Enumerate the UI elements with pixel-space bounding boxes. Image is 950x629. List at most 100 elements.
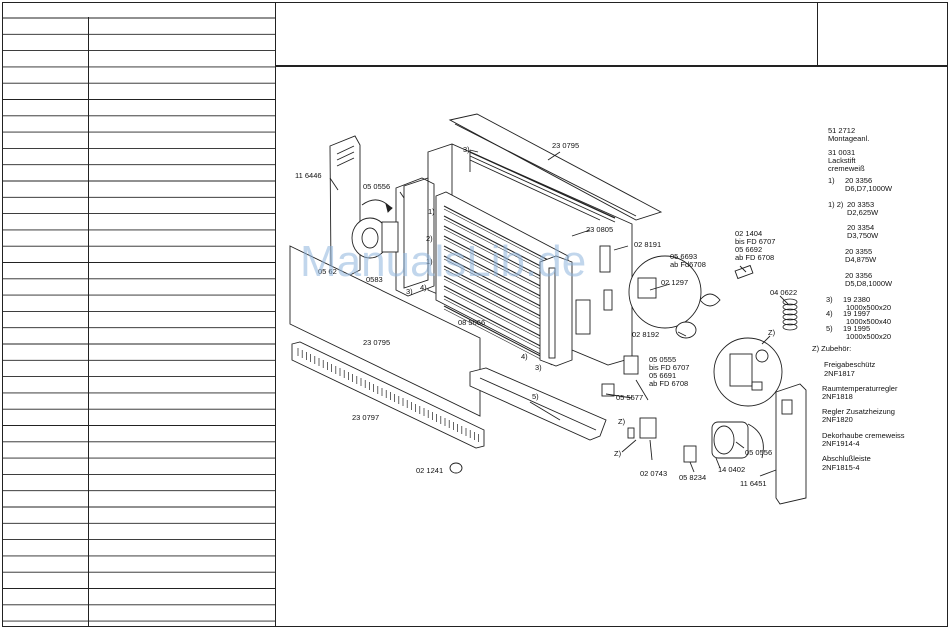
legend-line: 1) — [828, 176, 835, 185]
heating-bar-edge — [443, 268, 553, 326]
heating-bar — [443, 235, 553, 293]
legend-line: 2NF1914-4 — [822, 439, 860, 448]
legend-line: 51 2712 — [828, 126, 855, 135]
label-05-5577: 05 5577 — [616, 393, 643, 402]
legend-line: 1000x500x20 — [846, 332, 891, 341]
heating-bar-edge — [443, 208, 553, 266]
legend-line: Dekorhaube cremeweiss — [822, 431, 905, 440]
legend-line: 20 3356 — [845, 271, 872, 280]
label-05-6692-note: ab FD 6708 — [735, 253, 774, 262]
marker-4-b: 4) — [521, 352, 528, 361]
side-panel-right — [775, 383, 807, 505]
heating-bar-edge — [443, 228, 553, 286]
legend-line: 20 3356 — [845, 176, 872, 185]
heating-bar — [443, 305, 553, 363]
heating-bar-edge — [443, 248, 553, 306]
legend-line: 1000x500x40 — [846, 317, 891, 326]
legend-line: 19 1995 — [843, 324, 870, 333]
heating-bar-edge — [443, 288, 553, 346]
legend-line: D5,D8,1000W — [845, 279, 893, 288]
label-02-8191: 02 8191 — [634, 240, 661, 249]
legend-line: Raumtemperaturregler — [822, 384, 898, 393]
heating-bars — [443, 205, 553, 366]
legend-line: 3) — [826, 295, 833, 304]
header-divider — [817, 3, 818, 66]
label-05-6691-note: ab FD 6708 — [649, 379, 688, 388]
heating-bar — [443, 215, 553, 273]
heating-bar-edge — [443, 298, 553, 356]
legend-line: D4,875W — [845, 255, 877, 264]
legend-line: D3,750W — [847, 231, 879, 240]
label-05-6691: 05 6691 — [649, 371, 676, 380]
parts-legend: 51 2712 Montageanl. 31 0031 Lackstift cr… — [812, 126, 905, 472]
legend-line: 20 3354 — [847, 223, 874, 232]
legend-line: 1) 2) — [828, 200, 844, 209]
label-02-1404: 02 1404 — [735, 229, 762, 238]
legend-line: 2NF1815-4 — [822, 463, 860, 472]
table-column-divider — [88, 17, 89, 627]
legend-line: Abschlußleiste — [822, 454, 871, 463]
label-05-62: 05 62 — [318, 267, 337, 276]
spring-coil — [782, 323, 798, 331]
legend-line: cremeweiß — [828, 164, 865, 173]
marker-1-a: 1) — [428, 207, 435, 216]
label-14-0402: 14 0402 — [718, 465, 745, 474]
top-cover — [448, 113, 663, 221]
label-11-6446: 11 6446 — [295, 171, 322, 180]
legend-line: 20 3355 — [845, 247, 872, 256]
relay-05-0555 — [623, 355, 639, 375]
marker-3-b: 3) — [406, 287, 413, 296]
marker-z-3: Z) — [618, 417, 626, 426]
label-05-0556-left: 05 0556 — [363, 182, 390, 191]
label-05-0556-right: 05 0556 — [745, 448, 772, 457]
legend-line: 1000x500x20 — [846, 303, 891, 312]
heating-bar — [443, 275, 553, 333]
part-labels: 23 0795 23 0795 23 0797 23 0805 11 6446 … — [295, 141, 797, 488]
label-02-1297: 02 1297 — [661, 278, 688, 287]
heating-bar — [443, 245, 553, 303]
part-02-1241 — [449, 462, 463, 474]
grille-slots — [297, 348, 479, 442]
heating-bar — [443, 285, 553, 343]
legend-line: Lackstift — [828, 156, 856, 165]
legend-line: Freigabeschütz — [824, 360, 876, 369]
label-02-1241: 02 1241 — [416, 466, 443, 475]
label-02-0743: 02 0743 — [640, 469, 667, 478]
legend-line: 19 2380 — [843, 295, 870, 304]
legend-line: 20 3353 — [847, 200, 874, 209]
spring-coil — [782, 303, 798, 311]
part-05-5577 — [601, 383, 615, 397]
legend-line: 31 0031 — [828, 148, 855, 157]
marker-3-top: 3) — [463, 145, 470, 154]
legend-line: 2NF1820 — [822, 415, 853, 424]
legend-line: 19 1997 — [843, 309, 870, 318]
spring-coil — [782, 298, 798, 306]
label-05-0555-note: bis FD 6707 — [649, 363, 689, 372]
heating-bar — [443, 205, 553, 263]
heating-bar-edge — [443, 218, 553, 276]
marker-5-a: 5) — [532, 392, 539, 401]
drawing-shapes — [289, 113, 807, 505]
parts-list-table — [2, 2, 276, 627]
label-08-5066: 08 5066 — [458, 318, 485, 327]
label-11-6451: 11 6451 — [740, 479, 767, 488]
legend-line: 2NF1817 — [824, 369, 855, 378]
header-box — [276, 2, 948, 66]
heating-bar-edge — [443, 238, 553, 296]
legend-line: Z) Zubehör: — [812, 344, 851, 353]
heating-bar — [443, 255, 553, 313]
label-05-8234: 05 8234 — [679, 473, 706, 482]
part-05-8234 — [683, 445, 697, 463]
marker-1-b: 1) — [426, 257, 433, 266]
legend-line: 2NF1818 — [822, 392, 853, 401]
legend-line: D2,625W — [847, 208, 879, 217]
label-23-0795-top: 23 0795 — [552, 141, 579, 150]
spring-04-0622 — [782, 298, 798, 331]
insulation-block — [395, 177, 435, 297]
legend-line: Regler Zusatzheizung — [822, 407, 895, 416]
heating-bar-edge — [443, 278, 553, 336]
drawing-area — [276, 66, 948, 627]
label-0583: 0583 — [366, 275, 383, 284]
